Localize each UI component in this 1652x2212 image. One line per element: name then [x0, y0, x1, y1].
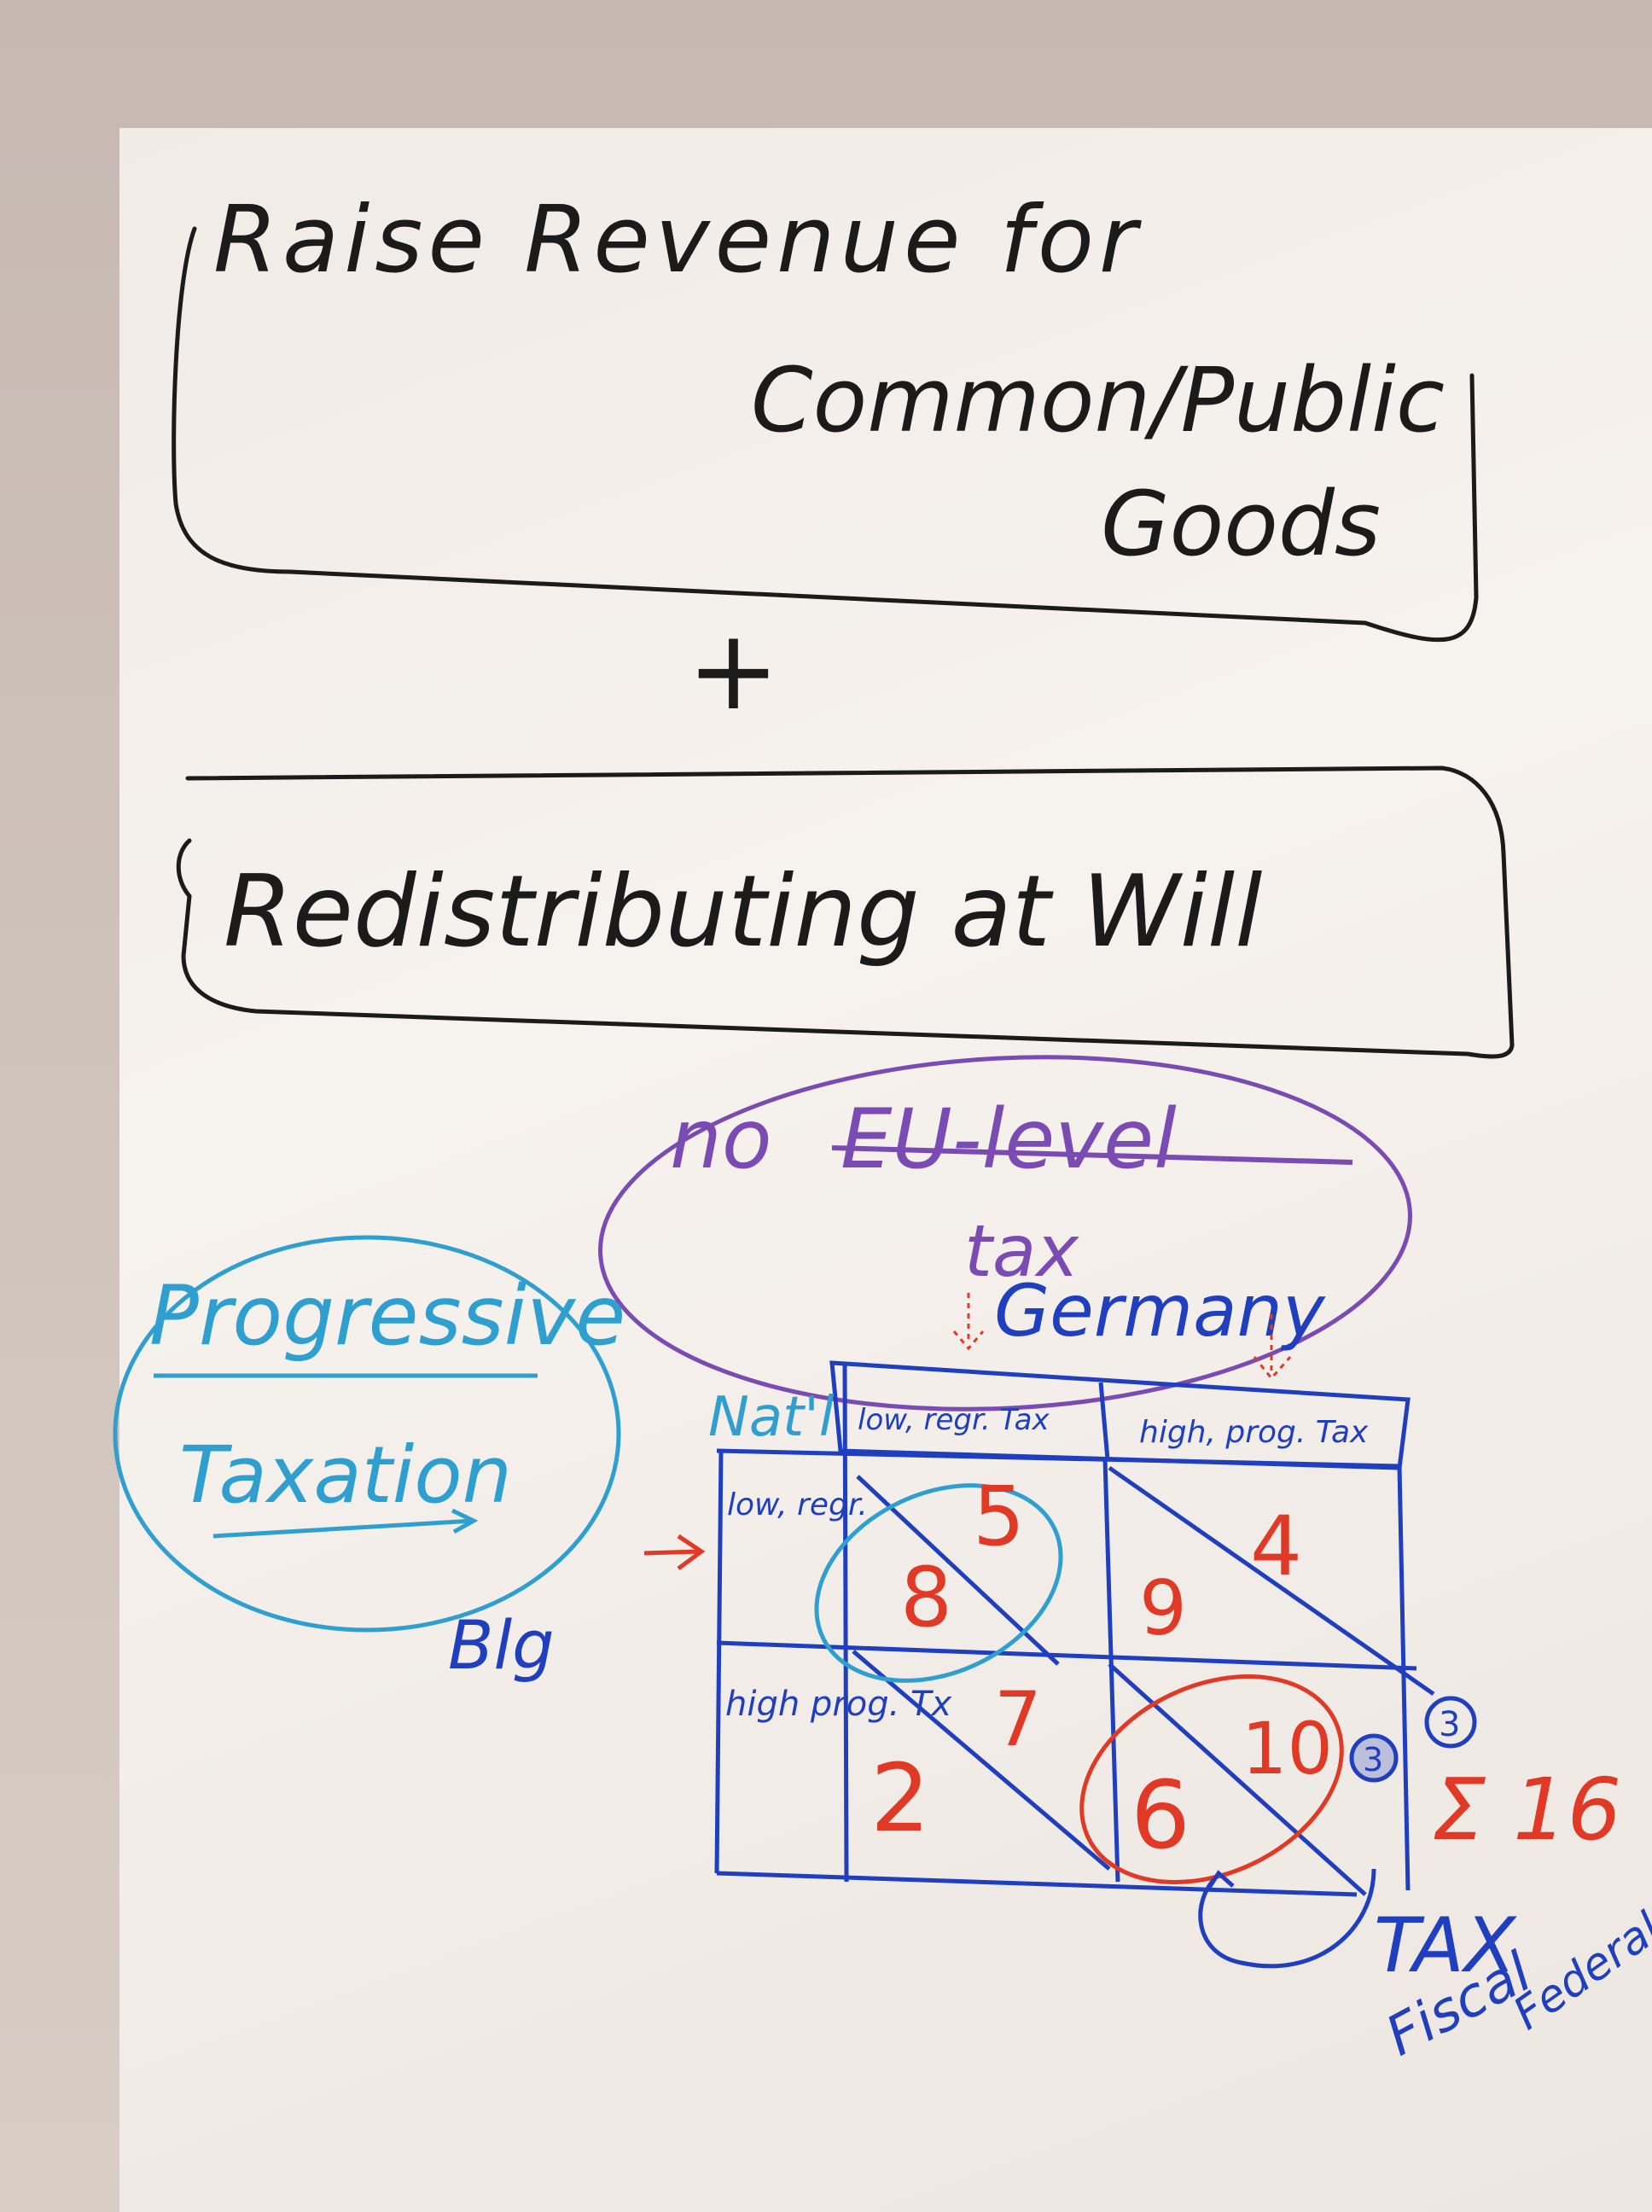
progressive-circle — [113, 1235, 621, 1633]
tax-label: TAX — [1374, 1901, 1517, 1989]
top-box-line2: Common/Public — [751, 348, 1445, 452]
matrix-col2: high, prog. Tax — [1139, 1415, 1369, 1450]
strike-line — [831, 1145, 1353, 1165]
matrix-row1: low, regr. — [727, 1487, 868, 1522]
matrix-col1: low, regr. Tax — [858, 1403, 1050, 1437]
matrix-row2: high prog. Tx — [725, 1685, 951, 1724]
cell-r2c2-lower: 6 — [1131, 1761, 1190, 1870]
matrix-corner: Nat'l — [708, 1386, 835, 1449]
loop-arrow — [1198, 1868, 1376, 1969]
cell-r1c2-lower: 9 — [1139, 1564, 1187, 1652]
oval-tax: tax — [964, 1209, 1079, 1293]
matrix-sum: Σ 16 — [1432, 1760, 1621, 1860]
red-arrow-small-1 — [952, 1293, 985, 1351]
top-box-outline — [172, 226, 1479, 643]
cell-r1c1-upper: 5 — [973, 1469, 1025, 1564]
progressive-underline-arrow — [212, 1508, 479, 1539]
row-pointer-arrow — [643, 1534, 706, 1571]
note-blg: Blg — [448, 1608, 555, 1685]
cell-highlight-blue — [814, 1483, 1063, 1683]
middle-box-outline — [176, 765, 1515, 1059]
cell-r1c2-upper: 4 — [1250, 1499, 1302, 1594]
oval-struck-text: EU-level — [841, 1091, 1177, 1187]
top-box-line1: Raise Revenue for — [213, 187, 1142, 294]
side-mark-circle-1 — [1424, 1696, 1477, 1749]
cell-r2c1-upper: 7 — [994, 1675, 1042, 1763]
plus-sign: + — [687, 605, 780, 735]
purple-oval — [598, 1055, 1412, 1412]
cell-r2c2-upper: 10 — [1242, 1707, 1333, 1790]
middle-box-text: Redistributing at Will — [224, 854, 1262, 969]
cell-r2c1-lower: 2 — [870, 1743, 930, 1853]
side-mark-circle-2 — [1349, 1733, 1399, 1783]
progressive-line2: Taxation — [179, 1429, 512, 1521]
cell-highlight-red — [1079, 1674, 1344, 1884]
progressive-line1: Progressive — [149, 1268, 625, 1364]
top-box-line3: Goods — [1101, 472, 1381, 576]
cell-r1c1-lower: 8 — [900, 1550, 952, 1645]
oval-germany: Germany — [994, 1269, 1326, 1353]
oval-no: no — [670, 1091, 772, 1187]
side-mark-1: 3 — [1439, 1705, 1460, 1744]
side-mark-2: 3 — [1363, 1741, 1383, 1778]
